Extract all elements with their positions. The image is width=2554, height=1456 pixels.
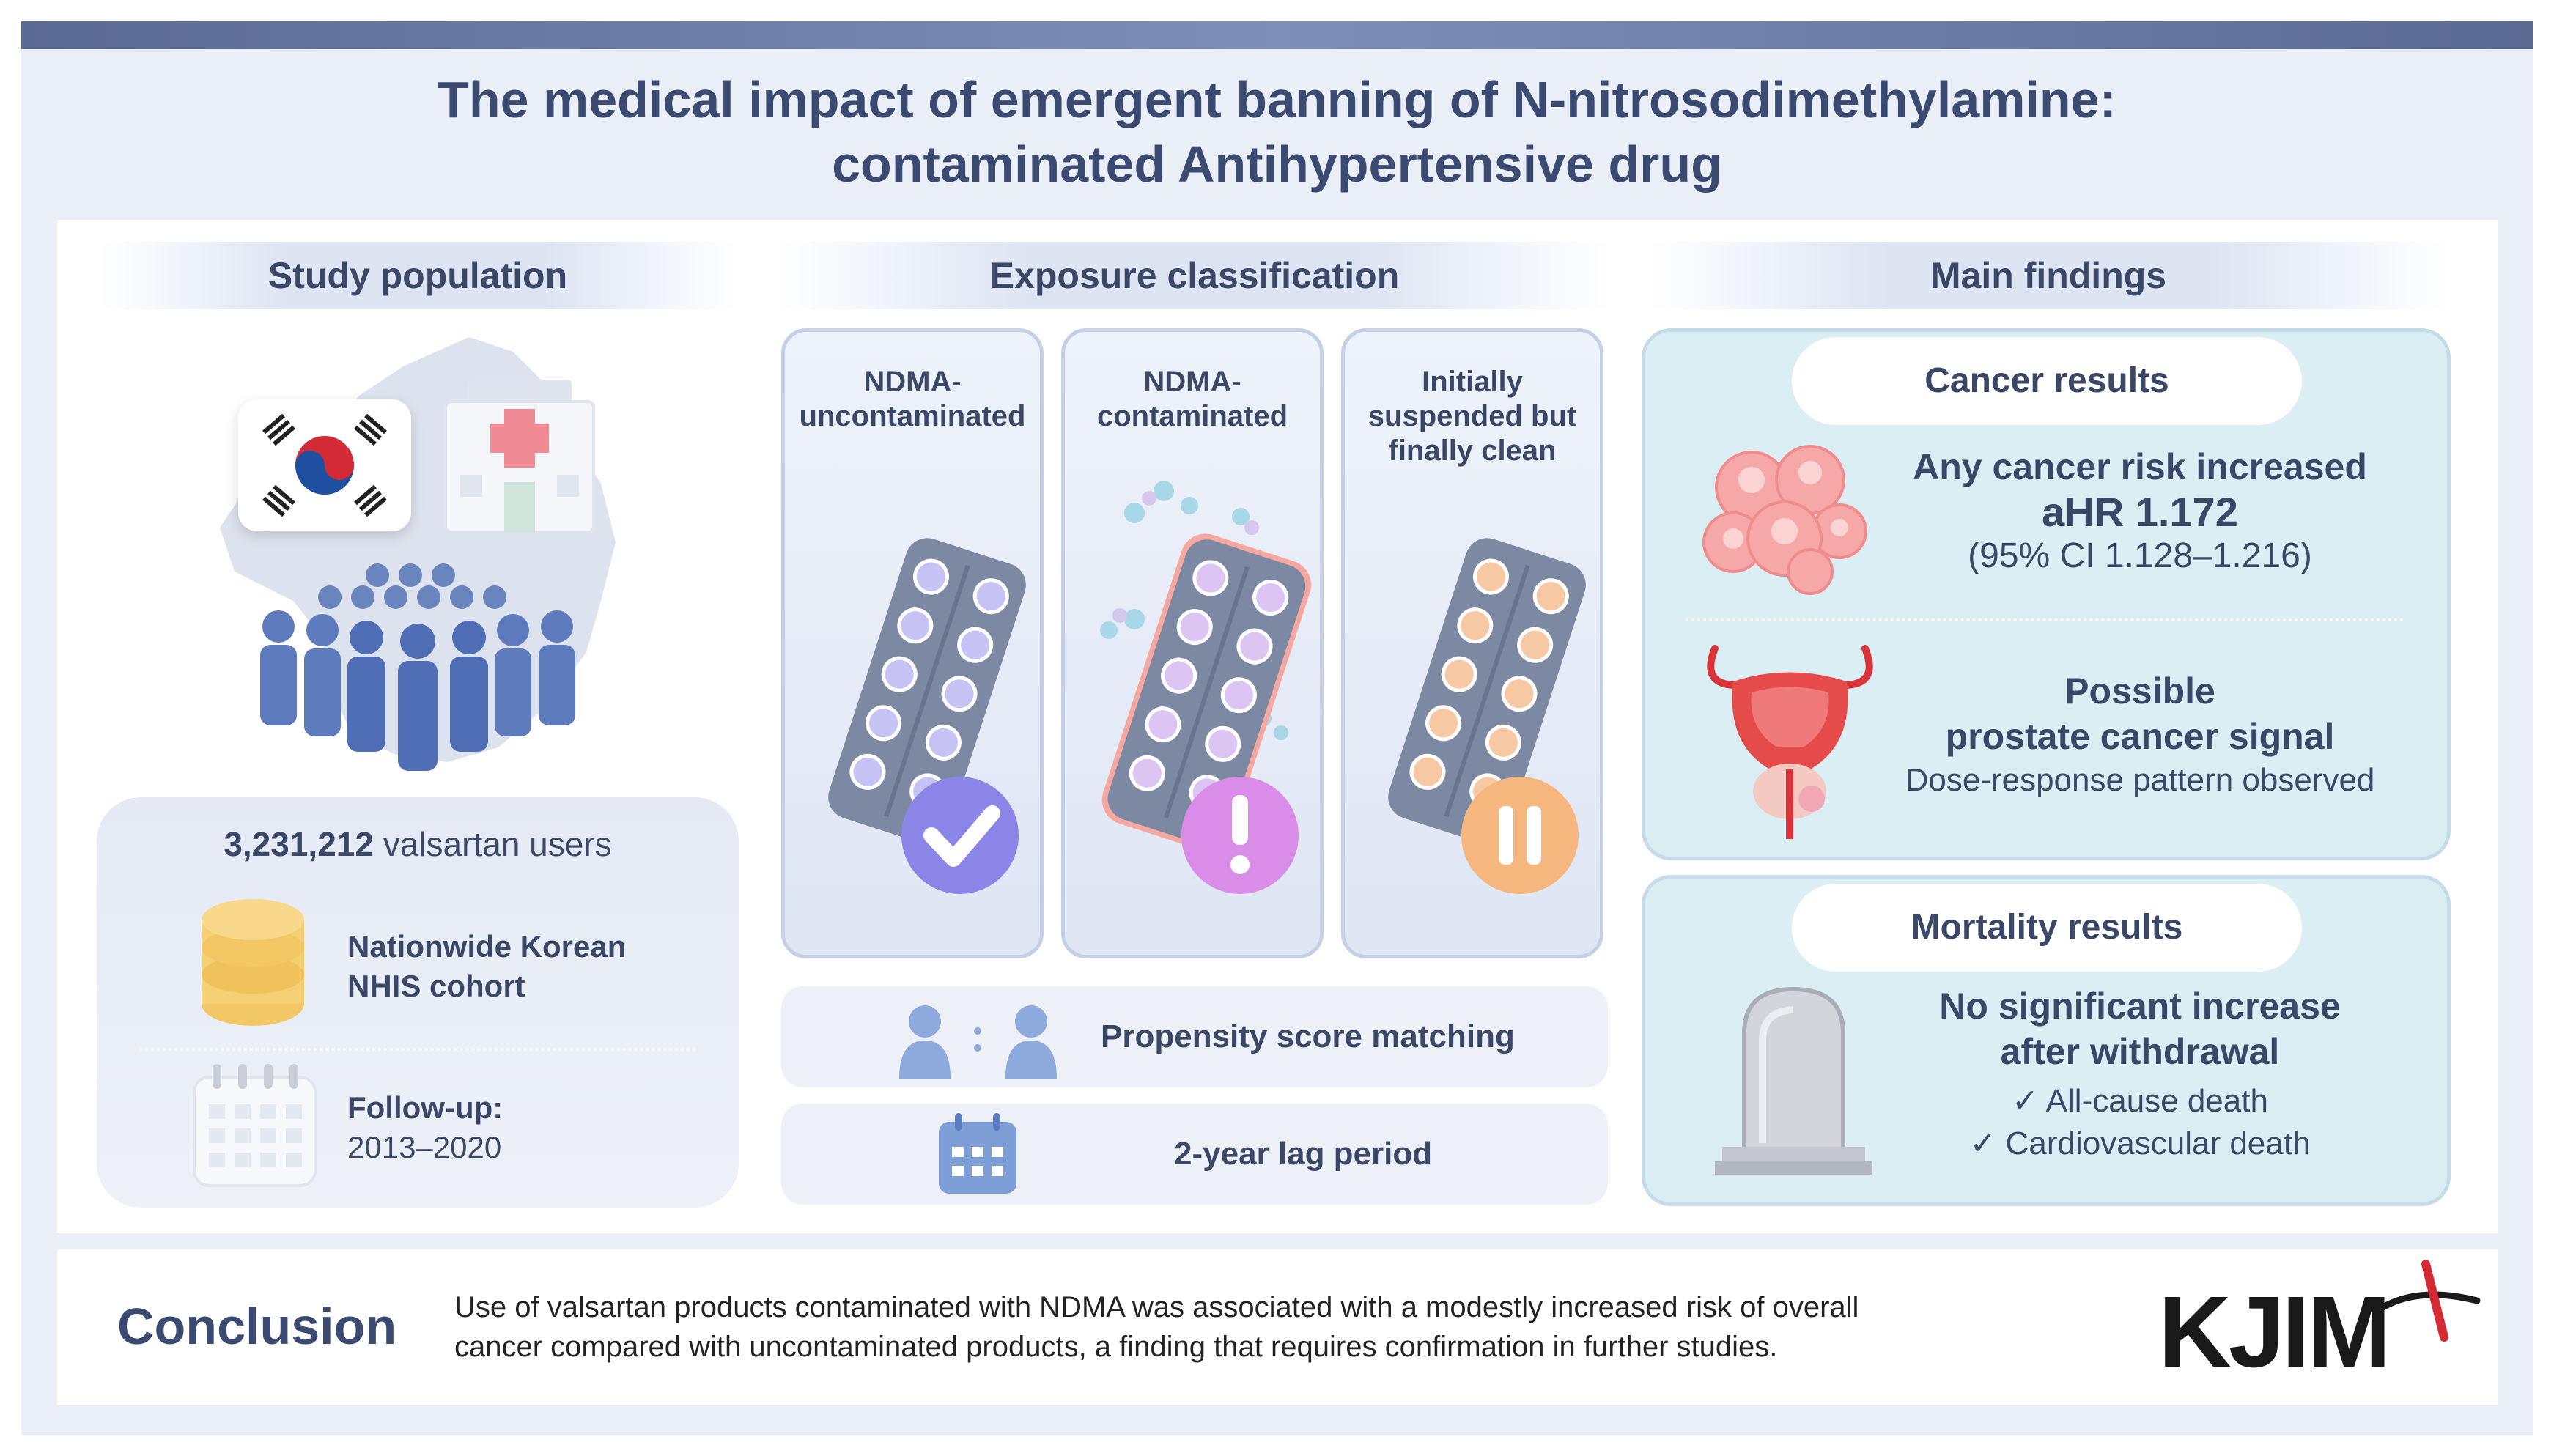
users-label: valsartan users	[383, 825, 612, 863]
exposure-label-suspended: Initially suspended but finally clean	[1341, 365, 1603, 468]
conclusion-title: Conclusion	[117, 1298, 397, 1355]
blister-pack-clean-icon	[828, 538, 1026, 894]
label-line: NDMA-	[1143, 366, 1241, 398]
label-line: suspended but	[1368, 400, 1577, 432]
cohort-line-1: Nationwide Korean	[347, 929, 627, 964]
title-line-1: The medical impact of emergent banning o…	[438, 71, 2116, 128]
prostate-line-3: Dose-response pattern observed	[1905, 762, 2375, 798]
mortality-results-title: Mortality results	[1792, 884, 2302, 972]
prostate-organ-icon	[1707, 645, 1873, 839]
divider	[139, 1048, 696, 1051]
exposure-label-uncontaminated: NDMA- uncontaminated	[781, 365, 1044, 434]
prostate-line-2: prostate cancer signal	[1945, 716, 2335, 757]
header-study-population: Study population	[99, 242, 737, 309]
population-crowd-icon	[260, 563, 575, 771]
label-line: finally clean	[1388, 435, 1557, 467]
any-cancer-result: Any cancer risk increased aHR 1.172 (95%…	[1891, 444, 2389, 577]
korean-flag-icon	[238, 399, 411, 531]
mortality-item-cardiovascular: ✓ Cardiovascular death	[1969, 1126, 2311, 1161]
conclusion-line-1: Use of valsartan products contaminated w…	[454, 1291, 1859, 1323]
label-line: NDMA-	[863, 366, 962, 398]
followup-years: 2013–2020	[347, 1130, 502, 1164]
valsartan-users: 3,231,212 valsartan users	[97, 824, 739, 864]
header-main-findings: Main findings	[1649, 242, 2448, 309]
cohort-label: Nationwide Korean NHIS cohort	[347, 927, 626, 1006]
divider	[1686, 618, 2404, 621]
database-icon	[202, 899, 304, 1026]
prostate-line-1: Possible	[2064, 670, 2215, 712]
matching-people-icon	[899, 1005, 1057, 1079]
users-count: 3,231,212	[224, 825, 374, 863]
top-bar	[21, 21, 2533, 49]
header-exposure-classification: Exposure classification	[777, 242, 1612, 309]
kjim-logo-text: KJIM	[2158, 1276, 2391, 1389]
conclusion-text: Use of valsartan products contaminated w…	[454, 1287, 2067, 1367]
cancer-confidence-interval: (95% CI 1.128–1.216)	[1968, 536, 2312, 575]
kjim-logo: KJIM	[2151, 1257, 2495, 1403]
cohort-line-2: NHIS cohort	[347, 969, 525, 1003]
cancer-hazard-ratio: aHR 1.172	[2042, 489, 2238, 535]
label-line: Initially	[1422, 366, 1523, 398]
label-line: contaminated	[1096, 400, 1288, 432]
tombstone-icon	[1715, 986, 1872, 1175]
lag-period-label: 2-year lag period	[1174, 1136, 1433, 1172]
mortality-line-1: No significant increase	[1939, 986, 2341, 1027]
mortality-item-all-cause: ✓ All-cause death	[2012, 1083, 2268, 1119]
blister-pack-contaminated-icon	[1100, 481, 1312, 894]
hospital-icon	[444, 380, 595, 532]
blister-pack-suspended-icon	[1388, 538, 1586, 894]
lag-period-bar	[781, 1104, 1608, 1205]
cancer-line-1: Any cancer risk increased	[1913, 446, 2367, 487]
calendar-icon	[193, 1064, 317, 1187]
cancer-cells-icon	[1702, 445, 1867, 595]
followup-title: Follow-up:	[347, 1090, 503, 1125]
mortality-line-2: after withdrawal	[2000, 1031, 2280, 1072]
exposure-label-contaminated: NDMA- contaminated	[1061, 365, 1324, 434]
cancer-results-title: Cancer results	[1792, 337, 2302, 425]
calendar-icon	[939, 1113, 1016, 1194]
followup-label: Follow-up: 2013–2020	[347, 1088, 503, 1167]
label-line: uncontaminated	[799, 400, 1026, 432]
title-line-2: contaminated Antihypertensive drug	[832, 136, 1722, 193]
prostate-result: Possible prostate cancer signal Dose-res…	[1891, 668, 2389, 802]
conclusion-panel	[57, 1249, 2498, 1405]
page-title: The medical impact of emergent banning o…	[21, 67, 2533, 196]
mortality-result: No significant increase after withdrawal…	[1891, 983, 2389, 1165]
propensity-score-label: Propensity score matching	[1101, 1019, 1515, 1054]
conclusion-line-2: cancer compared with uncontaminated prod…	[454, 1331, 1778, 1363]
kjim-logo-mark-icon	[2378, 1260, 2481, 1342]
